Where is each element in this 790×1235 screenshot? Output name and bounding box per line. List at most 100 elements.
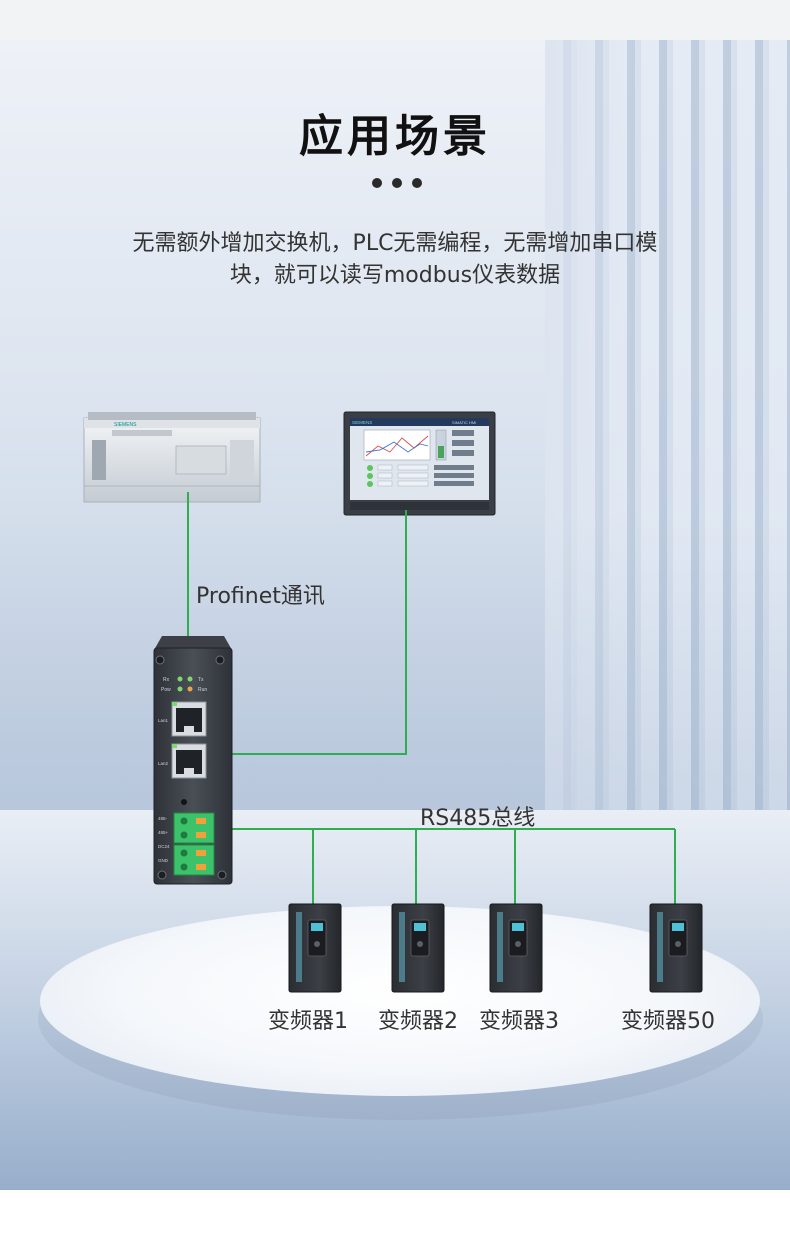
hmi-field <box>377 472 393 479</box>
terminal-latch <box>196 818 206 824</box>
inverter-3 <box>489 903 543 993</box>
hmi-button <box>434 473 474 478</box>
terminal-latch <box>196 850 206 856</box>
inverter-label-2: 变频器2 <box>378 1009 458 1034</box>
gateway-top <box>154 636 232 650</box>
hmi-wire <box>202 510 407 755</box>
hmi-field <box>377 464 393 471</box>
plc-terminal-row <box>88 412 256 420</box>
led-rx <box>177 676 183 682</box>
inverter-side-strip <box>497 912 503 982</box>
bottom-strip <box>0 1190 790 1235</box>
ethernet-port-clip <box>184 768 194 774</box>
plc-module <box>92 440 106 480</box>
led-label-pow: Pow <box>161 687 171 693</box>
inverter-display <box>311 923 323 931</box>
hmi-trend-line <box>365 441 429 453</box>
inverter-display <box>672 923 684 931</box>
gateway-device: Rx Tx Pow Run Lan1 Lan2 485- 485+ DC24 G… <box>153 636 233 885</box>
plc-panel <box>175 445 227 475</box>
hmi-button <box>452 450 474 456</box>
dot <box>392 178 402 188</box>
screw-icon <box>215 655 225 665</box>
title-dots <box>372 178 422 188</box>
terminal-label-gnd: GND <box>158 858 169 863</box>
terminal-block-top <box>173 812 215 844</box>
inverter-display <box>414 923 426 931</box>
inverter-side-strip <box>657 912 663 982</box>
wiring <box>187 492 676 906</box>
rs485-label: RS485总线 <box>420 806 536 831</box>
hmi-field <box>397 464 429 471</box>
inverter-knob <box>417 941 423 947</box>
hmi-field <box>397 480 429 487</box>
led-tx <box>187 676 193 682</box>
inverter-side-strip <box>296 912 302 982</box>
inverter-knob <box>314 941 320 947</box>
terminal-screw <box>180 831 188 839</box>
hmi-status-light <box>367 481 373 487</box>
hmi-key-strip <box>350 502 489 510</box>
inverter-display <box>512 923 524 931</box>
hmi-device: SIEMENS SIMATIC HMI <box>343 411 496 516</box>
plc-right-module <box>230 440 254 480</box>
hmi-button <box>452 440 474 446</box>
dot <box>372 178 382 188</box>
top-strip <box>0 0 790 40</box>
inverter-knob <box>675 941 681 947</box>
inverter-1 <box>288 903 342 993</box>
ethernet-port-clip <box>184 726 194 732</box>
inverter-label-50: 变频器50 <box>621 1009 715 1034</box>
hmi-field <box>377 480 393 487</box>
terminal-screw <box>180 849 188 857</box>
inverter-label-1: 变频器1 <box>268 1009 348 1034</box>
hmi-button <box>434 465 474 470</box>
description: 无需额外增加交换机，PLC无需编程，无需增加串口模 块，就可以读写modbus仪… <box>70 228 720 292</box>
inverter-label-3: 变频器3 <box>479 1009 559 1034</box>
hmi-gauge <box>435 429 447 461</box>
inverter-50 <box>649 903 703 993</box>
inverter-side-strip <box>399 912 405 982</box>
hmi-header-bar <box>350 418 489 426</box>
terminal-label-dc24: DC24 <box>158 844 170 849</box>
hmi-trend-panel <box>363 429 431 461</box>
plc-brand: SIEMENS <box>114 422 137 428</box>
hmi-button <box>434 481 474 486</box>
port-led <box>172 744 177 748</box>
scene-background <box>0 40 790 1190</box>
page-title: 应用场景 <box>299 111 491 162</box>
led-label-tx: Tx <box>198 677 204 683</box>
hmi-model: SIMATIC HMI <box>452 420 476 425</box>
terminal-screw <box>180 817 188 825</box>
reset-hole <box>181 799 187 805</box>
hmi-status-light <box>367 465 373 471</box>
led-label-rx: Rx <box>163 677 170 683</box>
pillars-fade <box>545 40 790 890</box>
hmi-status-light <box>367 473 373 479</box>
hmi-button <box>452 430 474 436</box>
plc-label-strip <box>112 430 172 436</box>
plc-top-strip <box>84 418 260 428</box>
port-led <box>172 702 177 706</box>
terminal-block-bottom <box>173 844 215 876</box>
wall-shadow <box>0 510 790 810</box>
hmi-field <box>397 472 429 479</box>
port-label-lan1: Lan1 <box>158 718 169 723</box>
led-label-run: Run <box>198 687 207 693</box>
hmi-brand: SIEMENS <box>352 420 372 425</box>
plc-device: SIEMENS <box>83 412 261 503</box>
inverter-2 <box>391 903 445 993</box>
hmi-gauge-fill <box>438 446 444 458</box>
terminal-screw <box>180 863 188 871</box>
description-line-2: 块，就可以读写modbus仪表数据 <box>229 263 561 288</box>
terminal-latch <box>196 832 206 838</box>
dot <box>412 178 422 188</box>
terminal-latch <box>196 864 206 870</box>
port-label-lan2: Lan2 <box>158 761 169 766</box>
screw-icon <box>157 870 167 880</box>
led-run <box>187 686 193 692</box>
screw-icon <box>155 655 165 665</box>
terminal-label-485n: 485- <box>158 816 168 821</box>
screw-icon <box>217 870 227 880</box>
